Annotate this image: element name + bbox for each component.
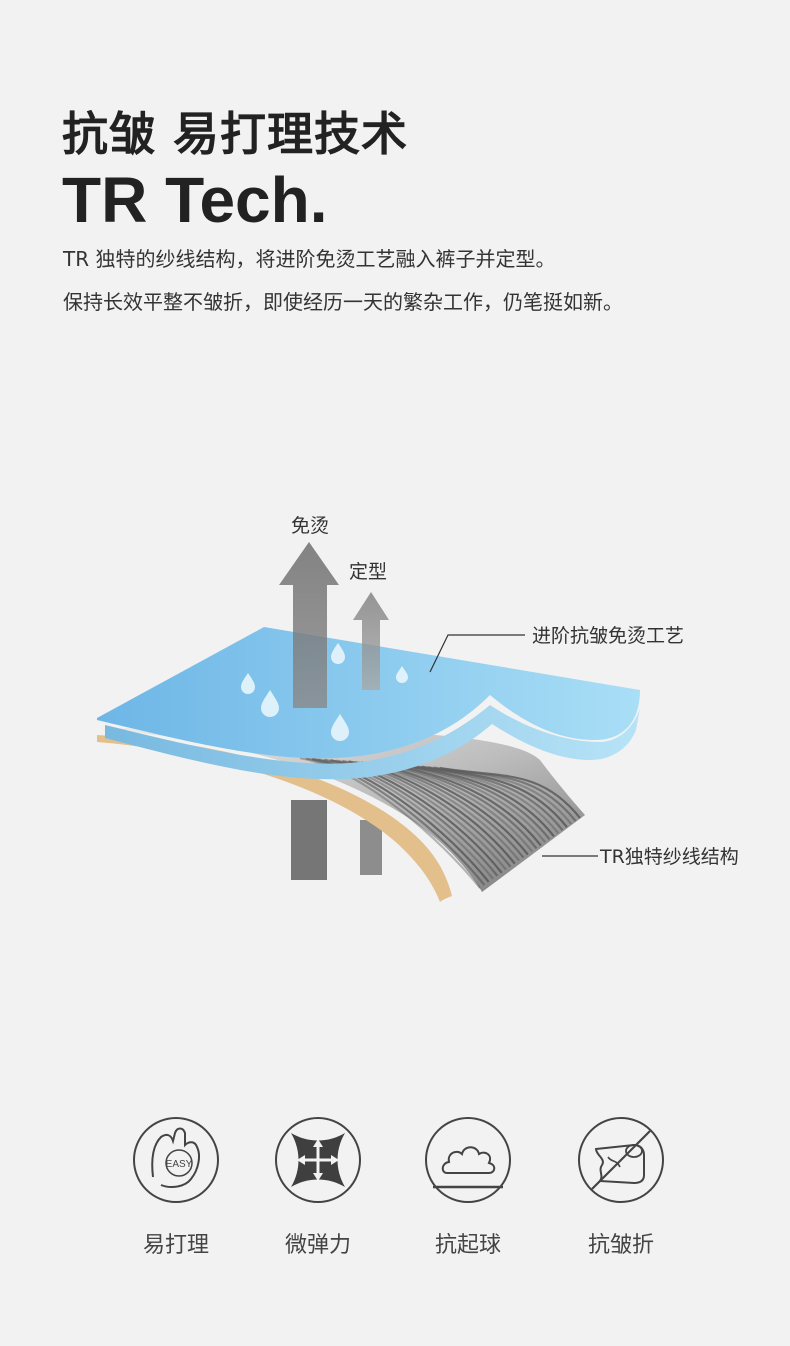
anti-wrinkle-membrane — [97, 627, 640, 759]
arrow-large-label: 免烫 — [291, 515, 329, 537]
feature-anti-wrinkle: 抗皱折 — [556, 1115, 686, 1259]
feature-icons-row: EASY 易打理 微弹力 — [0, 1115, 790, 1265]
description-line-1: TR 独特的纱线结构，将进阶免烫工艺融入裤子并定型。 — [63, 247, 556, 271]
anti-wrinkle-no-fold-icon — [576, 1115, 666, 1205]
feature-label: 抗起球 — [434, 1233, 501, 1258]
arrow-small-label: 定型 — [349, 561, 387, 583]
setting-arrow-small — [353, 592, 389, 690]
description-line-2: 保持长效平整不皱折，即使经历一天的繁杂工作，仍笔挺如新。 — [63, 290, 623, 314]
callout-line-top — [429, 634, 525, 673]
arrow-small-stem-lower — [360, 820, 382, 875]
anti-pilling-cloud-icon — [423, 1115, 513, 1205]
feature-micro-stretch: 微弹力 — [253, 1115, 383, 1259]
callout-text-bottom: TR独特纱线结构 — [599, 846, 739, 868]
fabric-layer-illustration: 免烫 定型 进阶抗皱免烫工艺 TR独特纱线结构 — [97, 515, 739, 902]
svg-text:EASY: EASY — [166, 1159, 193, 1170]
feature-label: 抗皱折 — [587, 1233, 654, 1258]
page-title-en: TR Tech. — [62, 164, 328, 236]
fiber-strand — [403, 764, 555, 837]
anti-wrinkle-membrane-underside — [105, 705, 640, 780]
feature-label: 易打理 — [142, 1233, 209, 1258]
feature-anti-pilling: 抗起球 — [403, 1115, 533, 1259]
arrow-large-stem-lower — [291, 800, 327, 880]
page-title-cn: 抗皱 易打理技术 — [62, 107, 409, 161]
water-drops — [241, 643, 408, 741]
micro-stretch-arrows-icon — [273, 1115, 363, 1205]
callout-text-top: 进阶抗皱免烫工艺 — [532, 625, 684, 647]
fiber-strand — [439, 766, 581, 819]
feature-label: 微弹力 — [284, 1233, 351, 1258]
feature-easy-care: EASY 易打理 — [111, 1115, 241, 1259]
anti-wrinkle-arrow-large — [279, 542, 339, 708]
easy-care-hand-icon: EASY — [131, 1115, 221, 1205]
